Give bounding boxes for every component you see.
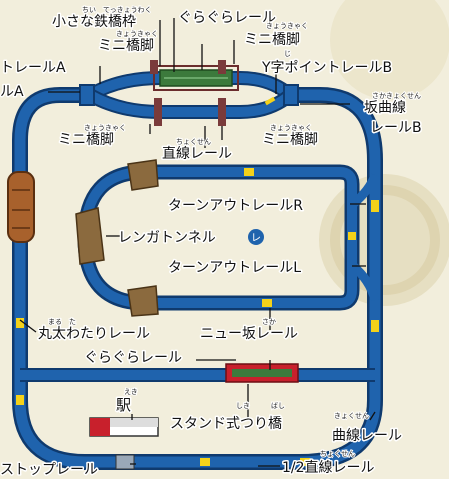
small-bridge-frame-piece xyxy=(153,65,239,91)
mini-pier-top-right-label: ミニ橋脚 xyxy=(244,32,300,48)
mini-pier-mid-left-piece xyxy=(154,98,162,126)
stop-rail-label: ストップレール xyxy=(0,462,98,478)
straight-rail-ruby: ちょくせん xyxy=(176,138,211,146)
emblem-ring xyxy=(330,185,440,295)
new-slope-rail-label: ニュー坂レール xyxy=(200,326,298,342)
rail-a-lower-label: ルA xyxy=(0,84,24,100)
y-point-rail-b-ruby: じ xyxy=(284,50,291,58)
top-bridge-section xyxy=(79,60,299,126)
new-slope-rail-ruby: さか xyxy=(262,318,276,326)
half-straight-rail-ruby: ちょくせん xyxy=(320,450,355,458)
log-bridge-rail-ruby: まる た xyxy=(48,318,76,326)
station-ruby: えき xyxy=(124,388,138,396)
y-point-right xyxy=(283,84,299,106)
slope-curve-rail-b-label-1: 坂曲線 xyxy=(364,100,406,116)
leader-lines xyxy=(19,18,376,467)
stand-bridge-ruby: しき ばし xyxy=(236,401,285,410)
turnout-rail-l-label: ターンアウトレールL xyxy=(168,260,301,276)
mini-pier-mid-right-ruby: きょうきゃく xyxy=(270,124,312,132)
wobbly-rail-bottom-label: ぐらぐらレール xyxy=(84,350,182,366)
slope-curve-rail-b-label-2: レールB xyxy=(370,120,422,136)
mini-pier-top-right-piece xyxy=(218,60,226,74)
turnout-rail-r-label: ターンアウトレールR xyxy=(168,198,303,214)
wobbly-rail-top-label: ぐらぐらレール xyxy=(178,10,276,26)
y-point-rail-b-label: Y字ポイントレールB xyxy=(261,60,392,76)
station-label: 駅 xyxy=(116,396,131,414)
stand-bridge-label: スタンド式つり橋 xyxy=(170,416,282,432)
middle-lower-track xyxy=(20,363,375,383)
connectors xyxy=(16,168,379,466)
small-bridge-frame-label: 小さな鉄橋枠 xyxy=(52,14,136,30)
mini-pier-mid-left-ruby: きょうきゃく xyxy=(84,124,126,132)
stop-rail-piece xyxy=(115,454,135,470)
station-piece xyxy=(89,417,159,437)
half-straight-rail-label: 1/2直線レール xyxy=(282,459,375,476)
mini-pier-top-left-ruby: きょうきゃく xyxy=(116,30,158,38)
mini-pier-mid-right-piece xyxy=(218,98,226,126)
tunnel-badge-text: レ xyxy=(251,233,261,244)
mini-pier-top-right-ruby: きょうきゃく xyxy=(266,22,308,30)
mini-pier-top-left-piece xyxy=(150,60,158,74)
brick-tunnel-label: レンガトンネル xyxy=(118,230,216,246)
mini-pier-mid-right-label: ミニ橋脚 xyxy=(262,132,318,148)
log-bridge-piece xyxy=(7,171,35,243)
mini-pier-mid-left-label: ミニ橋脚 xyxy=(58,132,114,148)
tunnel-badge-icon xyxy=(248,229,264,245)
curve-rail-label: 曲線レール xyxy=(332,428,402,444)
straight-rail-label: 直線レール xyxy=(162,145,232,162)
log-bridge-rail-label: 丸太わたりレール xyxy=(38,326,150,342)
mini-pier-top-left-label: ミニ橋脚 xyxy=(98,38,154,54)
emblem-circle-top xyxy=(330,0,449,100)
slope-curve-rail-b-ruby: さかきょくせん xyxy=(372,92,421,100)
curve-rail-ruby: きょくせん xyxy=(334,412,369,420)
small-bridge-frame-ruby: ちい てっきょうわく xyxy=(82,6,152,14)
rail-a-upper-label: トレールA xyxy=(0,60,66,76)
y-point-left xyxy=(79,84,95,106)
brick-tunnel-piece xyxy=(75,159,159,317)
